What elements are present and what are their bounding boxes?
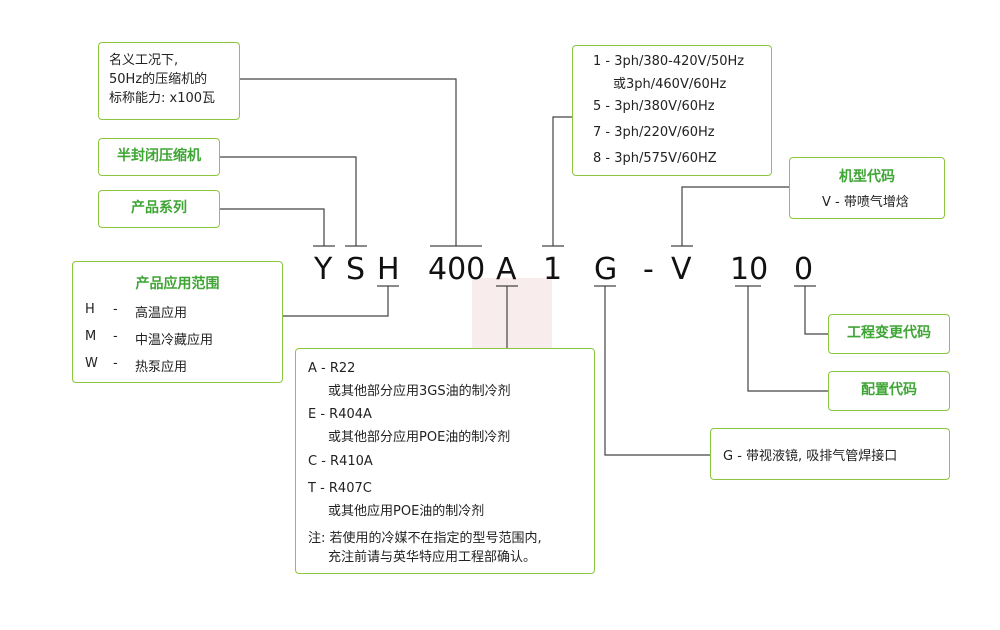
refrigerant-e: E - R404A	[308, 407, 372, 422]
line-config	[747, 286, 828, 392]
application-w: W	[85, 356, 98, 371]
capacity-line2: 50Hz的压缩机的	[109, 72, 208, 87]
g-box-text: G - 带视液镜, 吸排气管焊接口	[723, 449, 898, 464]
code-a: A	[496, 252, 517, 287]
voltage-7: 7 - 3ph/220V/60Hz	[593, 125, 715, 140]
semi-hermetic-title: 半封闭压缩机	[117, 148, 201, 164]
series-box: 产品系列	[98, 190, 220, 228]
capacity-line1: 名义工况下,	[109, 53, 179, 68]
app-code: H	[85, 302, 95, 317]
capacity-line3: 标称能力: x100瓦	[109, 91, 216, 106]
refrigerant-a: A - R22	[308, 361, 356, 376]
line-voltage	[552, 116, 572, 246]
code-ten: 10	[730, 252, 769, 287]
app-label: 中温冷藏应用	[135, 333, 214, 348]
refrigerant-box: A - R22 或其他部分应用3GS油的制冷剂 E - R404A 或其他部分应…	[295, 348, 595, 574]
voltage-box: 1 - 3ph/380-420V/50Hz 或3ph/460V/60Hz 5 -…	[572, 45, 772, 176]
voltage-5: 5 - 3ph/380V/60Hz	[593, 99, 715, 114]
app-dash: -	[113, 356, 118, 371]
config-box: 配置代码	[828, 371, 950, 411]
code-h: H	[377, 252, 400, 287]
code-y: Y	[314, 252, 333, 287]
refrigerant-note1: 注: 若使用的冷媒不在指定的型号范围内,	[308, 531, 542, 546]
eng-change-title: 工程变更代码	[847, 325, 931, 341]
voltage-8: 8 - 3ph/575V/60HZ	[593, 151, 717, 166]
line-g	[604, 286, 710, 456]
application-h: H	[85, 302, 95, 317]
app-label: 高温应用	[135, 306, 188, 321]
app-code: W	[85, 356, 98, 371]
line-eng-change	[804, 286, 828, 335]
refrigerant-note2: 充注前请与英华特应用工程部确认。	[328, 550, 537, 565]
model-code-title: 机型代码	[839, 169, 895, 185]
eng-change-box: 工程变更代码	[828, 314, 950, 354]
series-title: 产品系列	[131, 200, 187, 216]
code-v: V	[671, 252, 692, 287]
refrigerant-t: T - R407C	[308, 481, 372, 496]
model-code-box: 机型代码 V - 带喷气增焓	[789, 157, 945, 219]
app-dash: -	[113, 302, 118, 317]
code-capacity: 400	[428, 252, 486, 287]
code-zero: 0	[794, 252, 814, 287]
config-title: 配置代码	[861, 382, 917, 398]
application-m: M	[85, 329, 96, 344]
line-semi	[220, 156, 357, 246]
refrigerant-c: C - R410A	[308, 454, 373, 469]
line-capacity	[240, 78, 457, 246]
voltage-1-alt: 或3ph/460V/60Hz	[613, 77, 727, 92]
semi-hermetic-box: 半封闭压缩机	[98, 138, 220, 176]
line-series	[220, 208, 325, 246]
application-box: 产品应用范围 H - 高温应用 M - 中温冷藏应用 W - 热泵应用	[72, 261, 283, 383]
code-g: G	[594, 252, 618, 287]
g-box: G - 带视液镜, 吸排气管焊接口	[710, 428, 950, 480]
model-code-item: V - 带喷气增焓	[822, 195, 909, 210]
app-label: 热泵应用	[135, 360, 188, 375]
line-application	[283, 286, 389, 317]
code-s: S	[346, 252, 366, 287]
line-model-code	[681, 186, 789, 246]
app-code: M	[85, 329, 97, 344]
refrigerant-t-desc: 或其他应用POE油的制冷剂	[328, 504, 485, 519]
code-dash: -	[643, 252, 654, 287]
app-dash: -	[113, 329, 118, 344]
seal-watermark	[472, 278, 552, 358]
voltage-1: 1 - 3ph/380-420V/50Hz	[593, 54, 745, 69]
refrigerant-a-desc: 或其他部分应用3GS油的制冷剂	[328, 384, 511, 399]
capacity-box: 名义工况下, 50Hz的压缩机的 标称能力: x100瓦	[98, 42, 240, 120]
code-volt: 1	[543, 252, 563, 287]
application-title: 产品应用范围	[135, 276, 220, 292]
refrigerant-e-desc: 或其他部分应用POE油的制冷剂	[328, 430, 511, 445]
